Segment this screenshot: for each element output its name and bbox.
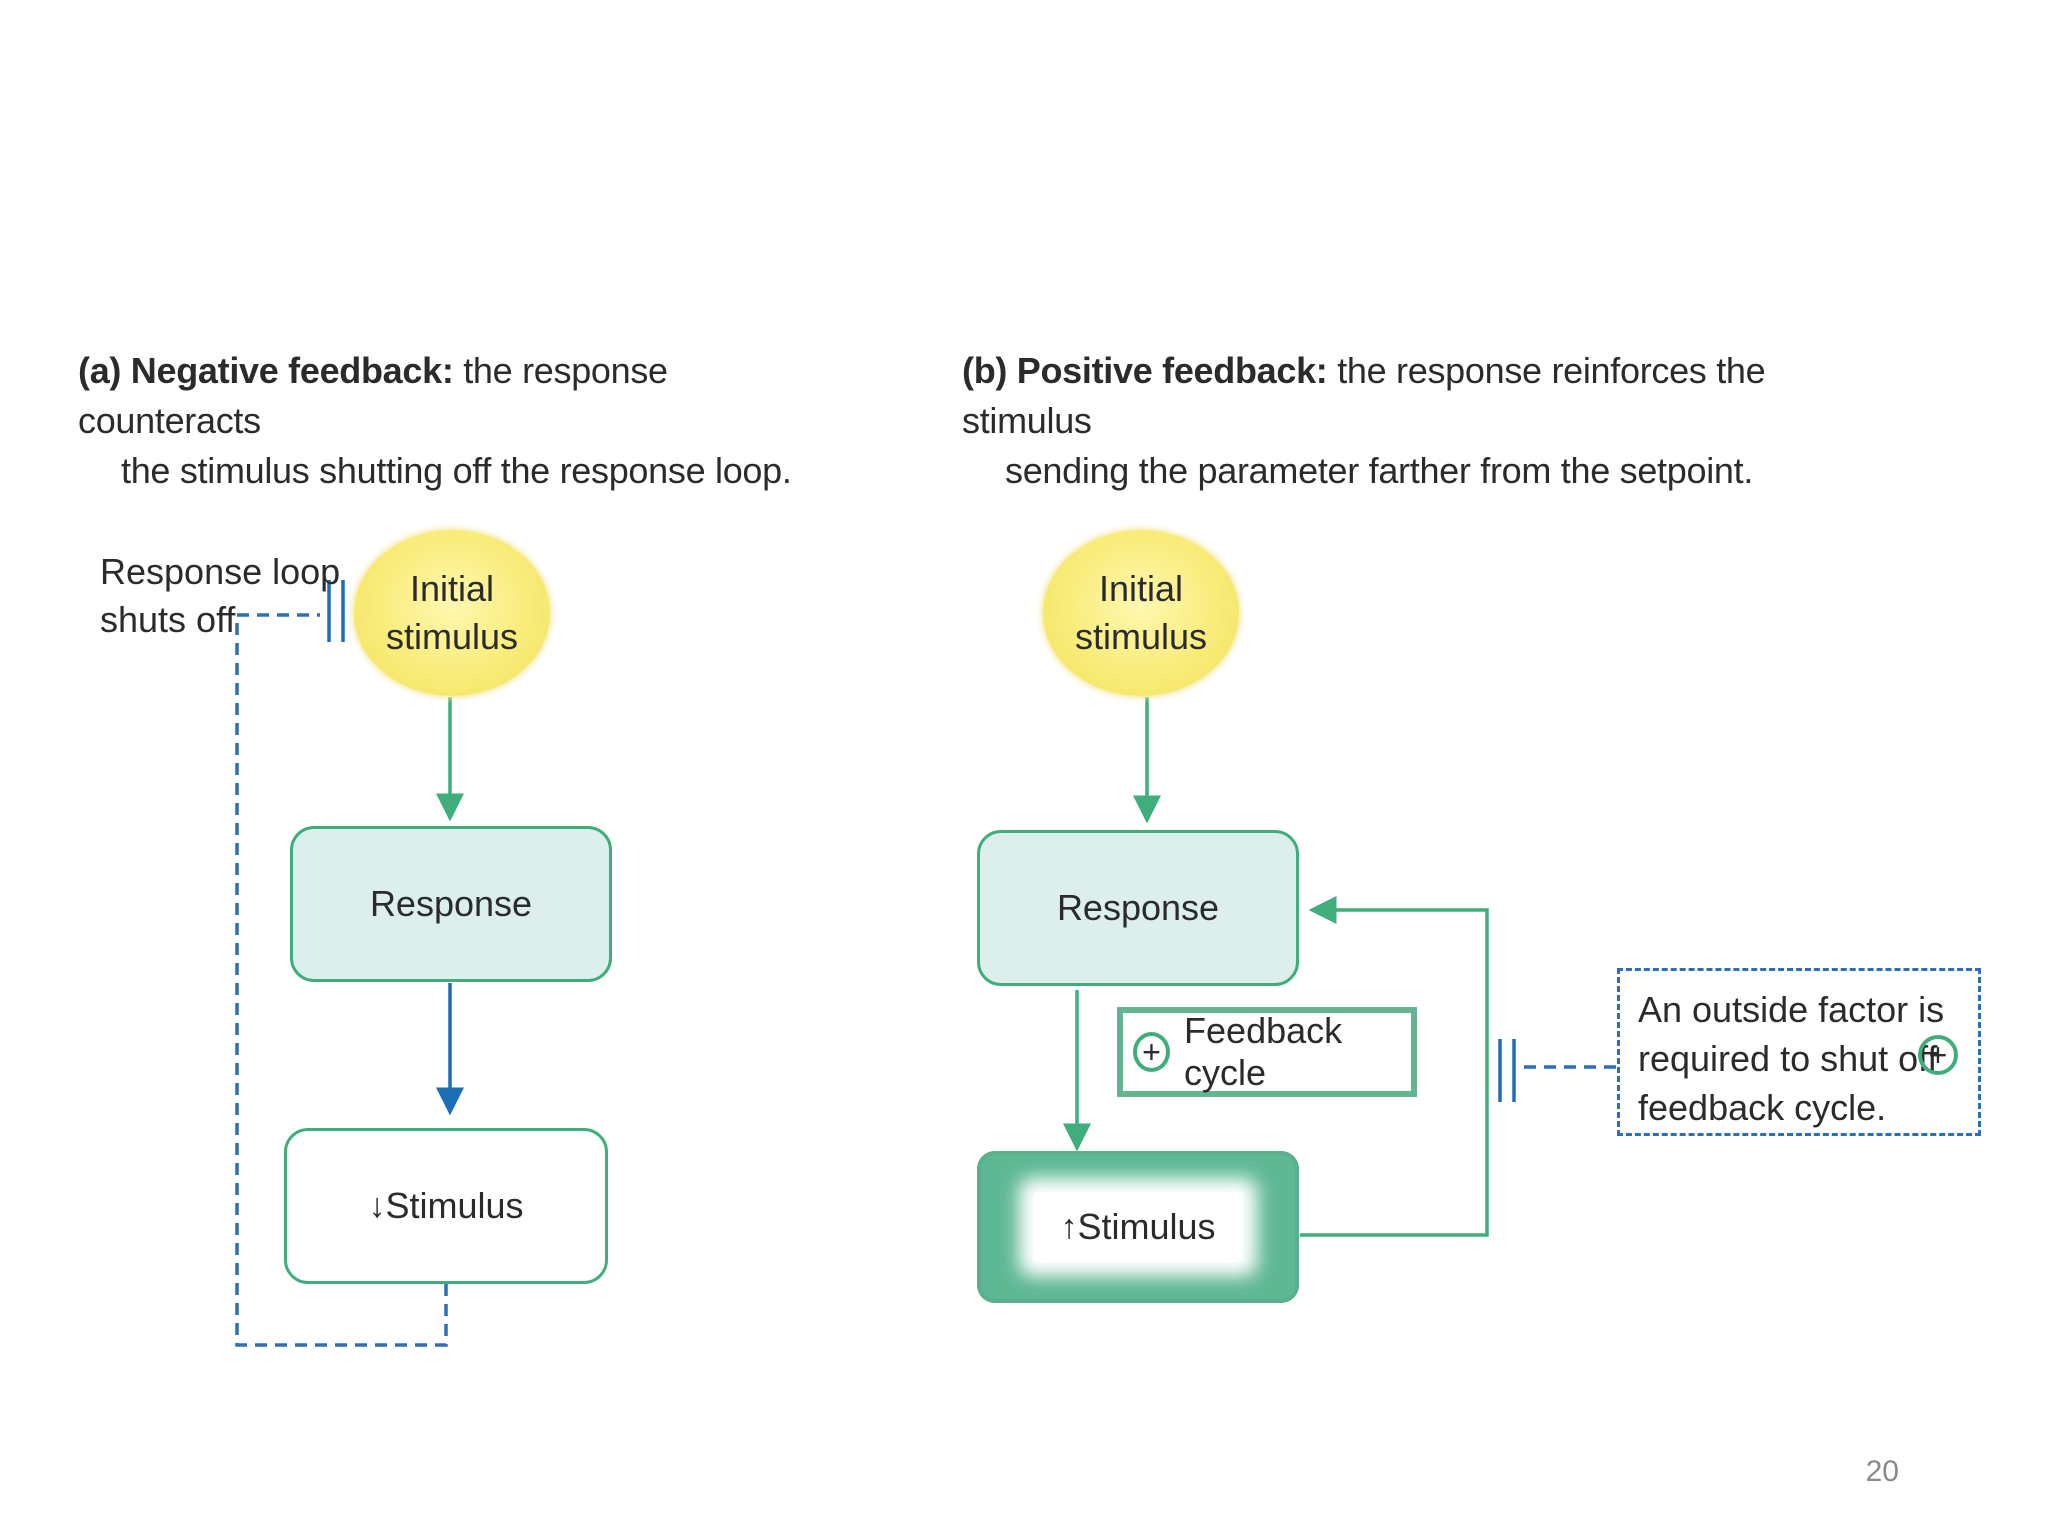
- outside-note-line3: feedback cycle.: [1638, 1087, 1887, 1128]
- panel-b-title-rest: the response reinforces the stimulus: [962, 350, 1766, 441]
- response-box-a: Response: [290, 826, 612, 982]
- panel-a-title: (a) Negative feedback: the response coun…: [78, 346, 838, 496]
- dashed-loop-a: [235, 613, 448, 1347]
- panel-b-title-line2: sending the parameter farther from the s…: [1005, 450, 1754, 491]
- feedback-cycle-label: Feedback cycle: [1184, 1010, 1343, 1093]
- initial-stimulus-a-line2: stimulus: [385, 616, 519, 657]
- response-loop-label: Response loop shuts off: [100, 548, 340, 644]
- arrow-b-feedback-loop: [1300, 896, 1489, 1237]
- stimulus-b-label: Stimulus: [1077, 1206, 1216, 1247]
- initial-stimulus-b: Initial stimulus: [1043, 530, 1239, 696]
- feedback-cycle-box: + Feedback cycle: [1117, 1007, 1417, 1097]
- page-number: 20: [1865, 1455, 1899, 1488]
- initial-stimulus-b-line1: Initial: [1098, 568, 1184, 609]
- panel-b-title: (b) Positive feedback: the response rein…: [962, 346, 1862, 496]
- response-box-b: Response: [977, 830, 1299, 986]
- stimulus-box-b: ↑Stimulus: [977, 1151, 1299, 1303]
- panel-a-title-line2: the stimulus shutting off the response l…: [121, 450, 792, 491]
- stimulus-a-label: Stimulus: [385, 1185, 524, 1226]
- initial-stimulus-b-line2: stimulus: [1074, 616, 1208, 657]
- plus-icon: +: [1133, 1032, 1171, 1072]
- outside-note-line2: required to shut off: [1638, 1038, 1938, 1079]
- response-a-label: Response: [369, 883, 533, 924]
- response-loop-label-line1: Response loop: [100, 551, 341, 592]
- panel-a-title-prefix: (a) Negative feedback:: [78, 350, 454, 391]
- stimulus-box-a: ↓Stimulus: [284, 1128, 608, 1284]
- panel-b-title-prefix: (b) Positive feedback:: [962, 350, 1328, 391]
- initial-stimulus-a: Initial stimulus: [354, 530, 550, 696]
- panel-a-title-rest: the response counteracts: [78, 350, 668, 441]
- outside-note-line1: An outside factor is: [1638, 989, 1945, 1030]
- response-b-label: Response: [1056, 887, 1220, 928]
- plus-icon: +: [1918, 1035, 1958, 1075]
- stimulus-b-inner: ↑Stimulus: [1033, 1192, 1243, 1262]
- outside-factor-note: An outside factor is required to shut of…: [1617, 968, 1981, 1136]
- up-arrow-icon: ↑: [1060, 1208, 1078, 1246]
- down-arrow-icon: ↓: [368, 1187, 386, 1225]
- initial-stimulus-a-line1: Initial: [409, 568, 495, 609]
- response-loop-label-line2: shuts off: [100, 599, 236, 640]
